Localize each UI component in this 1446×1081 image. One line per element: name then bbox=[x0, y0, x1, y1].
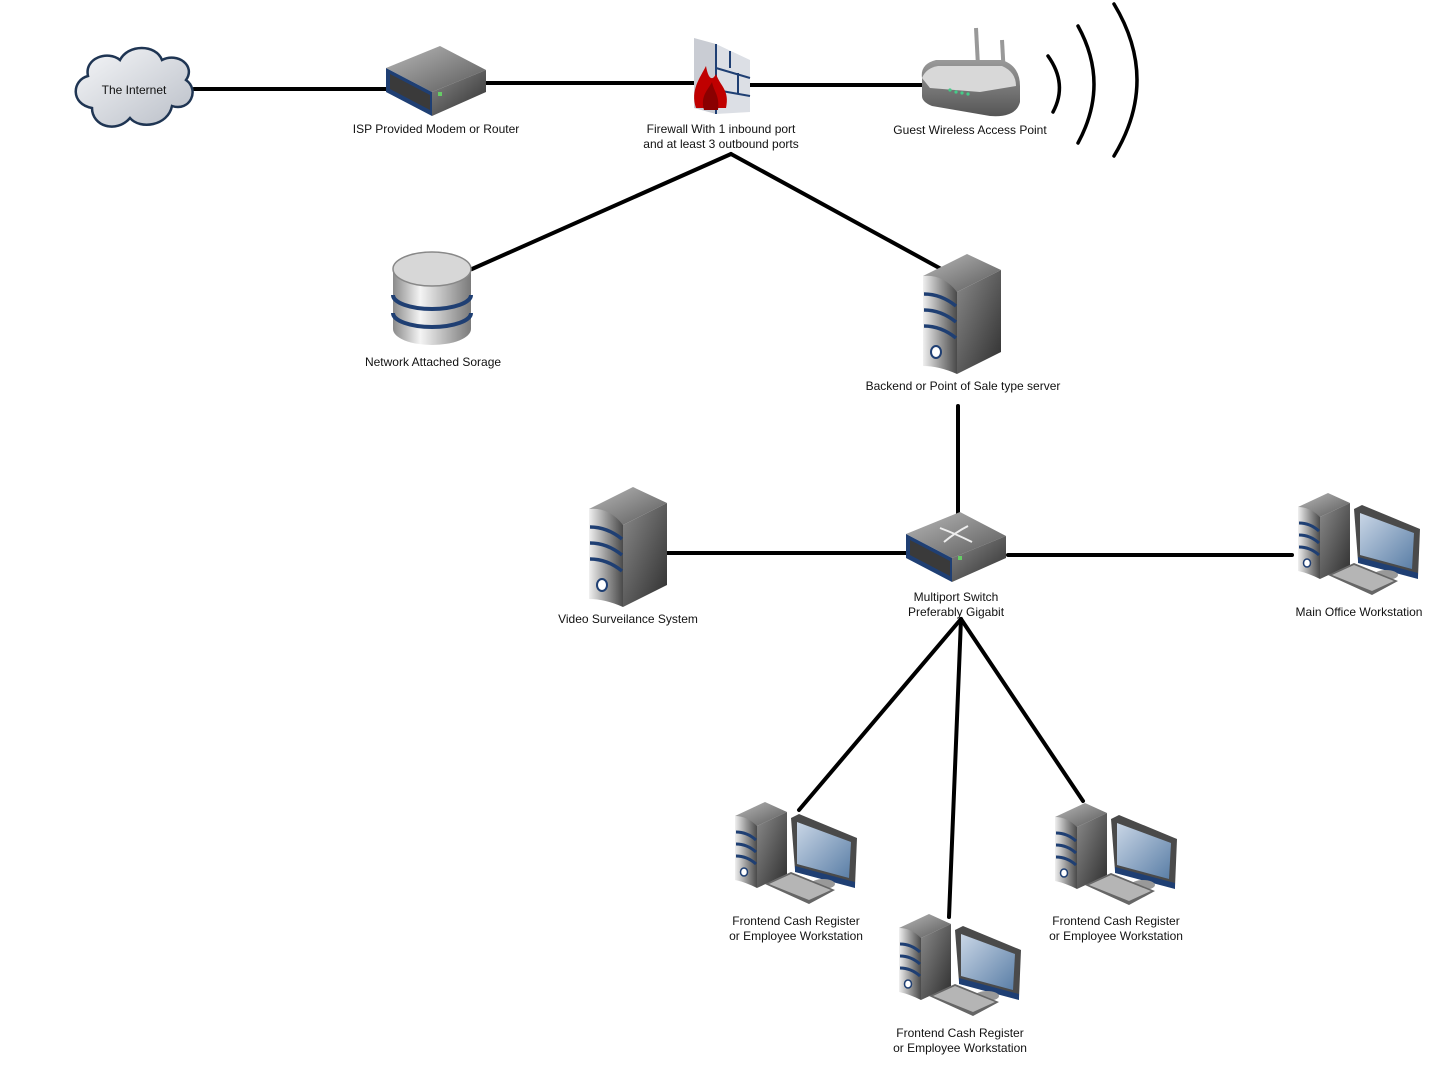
workstation-icon bbox=[1055, 803, 1177, 905]
edge-firewall-server bbox=[729, 152, 945, 272]
node-label-nas: Network Attached Sorage bbox=[364, 355, 502, 369]
label-line: or Employee Workstation bbox=[729, 929, 863, 943]
cloud-icon bbox=[74, 46, 194, 128]
label-line: Frontend Cash Register bbox=[1052, 914, 1180, 928]
node-label-register3: Frontend Cash Register or Employee Works… bbox=[1049, 914, 1183, 944]
label-line: Preferably Gigabit bbox=[907, 605, 1005, 619]
node-label-register2: Frontend Cash Register or Employee Works… bbox=[893, 1026, 1027, 1056]
node-label-register1: Frontend Cash Register or Employee Works… bbox=[729, 914, 863, 944]
node-label-firewall: Firewall With 1 inbound port and at leas… bbox=[643, 122, 798, 152]
node-label-main-office: Main Office Workstation bbox=[1295, 605, 1423, 619]
edge-switch-register3 bbox=[959, 617, 1085, 803]
workstation-icon bbox=[899, 914, 1021, 1016]
label-line: or Employee Workstation bbox=[1049, 929, 1183, 943]
node-label-video: Video Surveilance System bbox=[558, 612, 698, 626]
database-icon bbox=[391, 251, 473, 345]
node-label-switch: Multiport Switch Preferably Gigabit bbox=[908, 590, 1004, 620]
switch-icon bbox=[906, 512, 1006, 582]
node-label-internet: The Internet bbox=[101, 83, 167, 97]
workstation-icon bbox=[1298, 493, 1420, 595]
workstation-icon bbox=[735, 802, 857, 904]
node-label-modem: ISP Provided Modem or Router bbox=[352, 122, 520, 136]
server-icon bbox=[589, 487, 667, 607]
edge-switch-register1 bbox=[797, 617, 963, 812]
edge-firewall-nas bbox=[470, 152, 733, 271]
label-line: Frontend Cash Register bbox=[896, 1026, 1024, 1040]
node-label-pos-server: Backend or Point of Sale type server bbox=[865, 379, 1061, 393]
edge-switch-register2 bbox=[947, 617, 963, 919]
label-line: Frontend Cash Register bbox=[732, 914, 860, 928]
server-icon bbox=[923, 254, 1001, 374]
label-line: and at least 3 outbound ports bbox=[643, 137, 799, 151]
firewall-icon bbox=[694, 38, 751, 114]
label-line: or Employee Workstation bbox=[893, 1041, 1027, 1055]
router-icon bbox=[386, 46, 486, 116]
node-label-wap: Guest Wireless Access Point bbox=[893, 123, 1047, 137]
connection-lines bbox=[192, 81, 1294, 919]
label-line: Multiport Switch bbox=[913, 590, 999, 604]
wireless-signal-icon bbox=[1046, 2, 1139, 158]
label-line: Firewall With 1 inbound port bbox=[646, 122, 796, 136]
wireless-router-icon bbox=[921, 27, 1020, 117]
